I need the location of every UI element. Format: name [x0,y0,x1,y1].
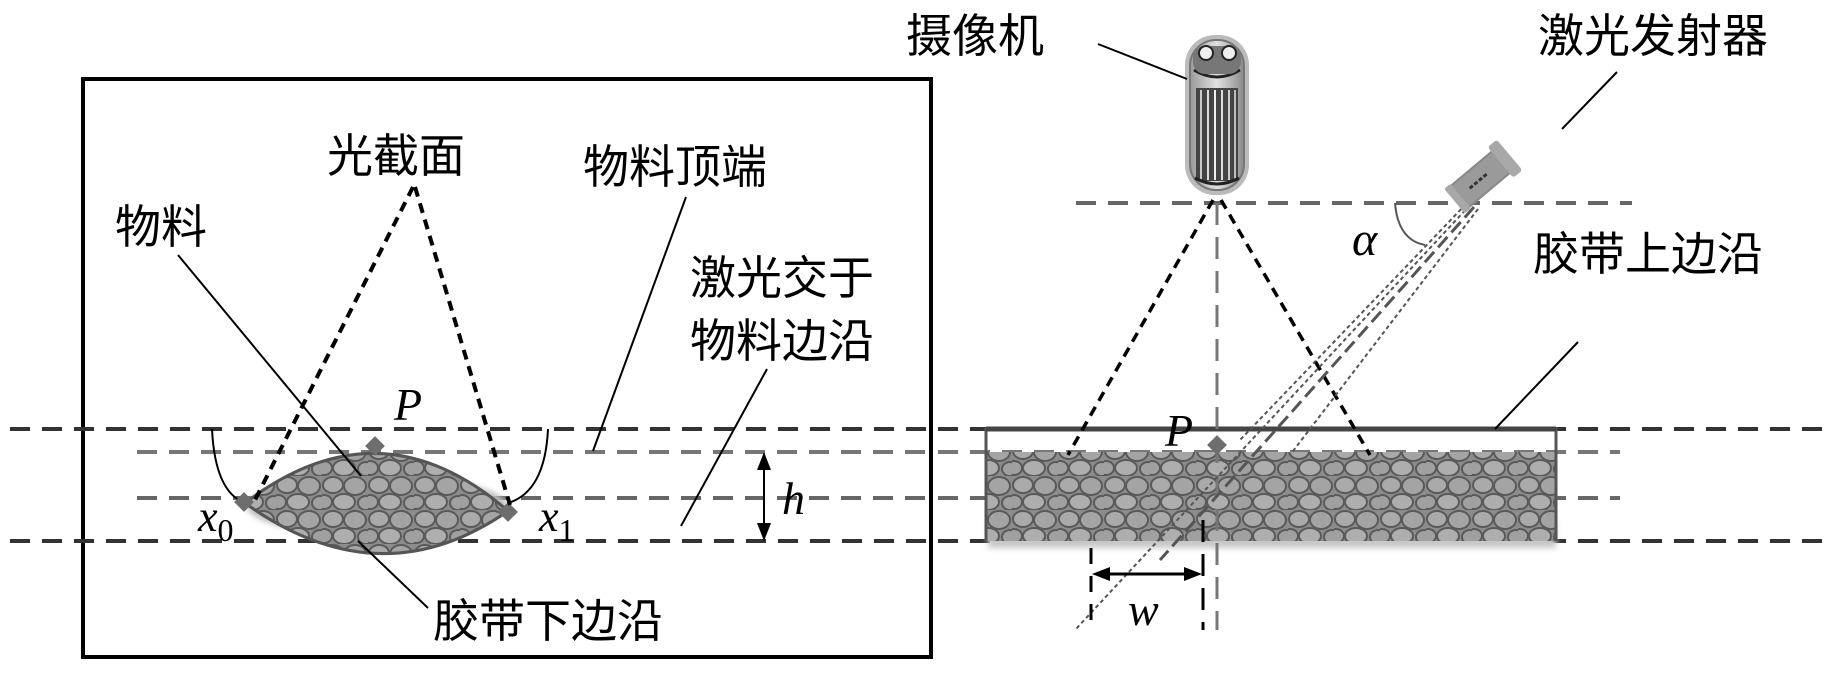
var-x0: x0 [197,492,234,548]
laser-meets-edge-leader [680,368,768,527]
light-section-ray-right [413,186,512,506]
laser-beam-1 [1074,204,1471,631]
var-x0-base: x [197,492,218,541]
label-laser-meets-line2: 物料边沿 [690,314,874,368]
point-x1-marker [498,502,518,522]
belt-upper-edge-leader [1494,341,1579,430]
var-p-right: P [1164,405,1193,456]
var-x1: x1 [538,492,575,548]
laser-emitter-leader [1561,71,1618,130]
var-alpha: α [1352,213,1378,266]
material-leader [177,254,362,477]
light-section-ray-left [253,186,415,501]
angle-alpha-arc [1394,202,1426,246]
label-belt-lower-edge: 胶带下边沿 [433,594,663,648]
laser-beam-2 [1158,206,1476,561]
camera-leader [1097,43,1188,80]
height-arrow-top [757,452,771,470]
var-x1-sub: 1 [559,512,575,548]
camera-icon [1185,35,1249,195]
belt-material-bed [986,452,1556,541]
laser-emitter-icon [1444,140,1522,213]
label-camera: 摄像机 [906,9,1044,63]
belt-lower-edge-leader [357,540,429,609]
camera-fov-left [1066,199,1215,456]
height-arrow-bottom [757,523,771,541]
material-cross-section [242,452,511,555]
label-belt-upper-edge: 胶带上边沿 [1533,227,1763,281]
label-material-top: 物料顶端 [583,140,767,194]
label-laser-emitter: 激光发射器 [1538,9,1768,63]
label-laser-meets-line1: 激光交于 [690,251,874,305]
point-p-marker-left [365,436,385,456]
laser-beam-3 [1289,208,1479,456]
material-top-leader [592,196,687,452]
var-p-left: P [393,379,422,430]
point-p-marker-right [1207,435,1227,455]
var-x1-base: x [538,492,559,541]
width-arrow-left [1092,567,1110,581]
width-arrow-right [1184,567,1202,581]
label-light-section: 光截面 [327,129,465,183]
label-material: 物料 [115,200,207,254]
point-x0-marker [234,492,254,512]
var-w: w [1128,584,1159,635]
laser-beam-4 [1239,203,1467,441]
var-x0-sub: 0 [218,512,234,548]
camera-fov-right [1219,199,1372,456]
left-panel-frame [81,77,933,659]
var-h: h [782,473,805,524]
